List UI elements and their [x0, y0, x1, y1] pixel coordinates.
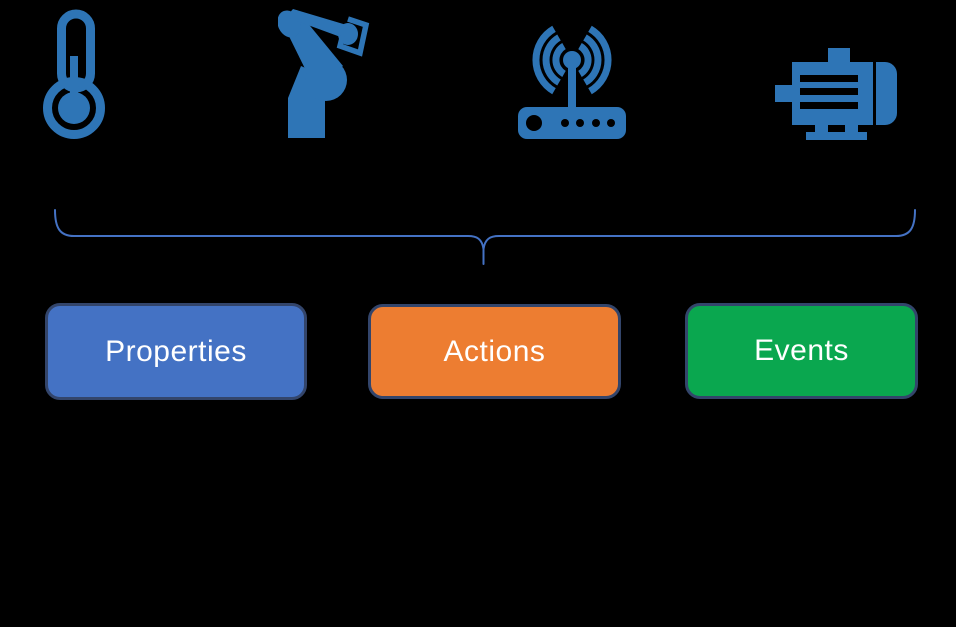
actions-box: Actions: [368, 304, 621, 399]
events-box: Events: [685, 303, 918, 399]
wireless-router-icon: [518, 24, 626, 139]
electric-motor-icon: [775, 48, 897, 140]
properties-box-label: Properties: [105, 334, 247, 368]
properties-box: Properties: [45, 303, 307, 400]
robot-arm-icon: [278, 8, 370, 138]
actions-box-label: Actions: [443, 334, 546, 368]
events-box-label: Events: [754, 334, 849, 367]
grouping-brace: [54, 209, 916, 265]
thermometer-icon: [43, 6, 105, 140]
